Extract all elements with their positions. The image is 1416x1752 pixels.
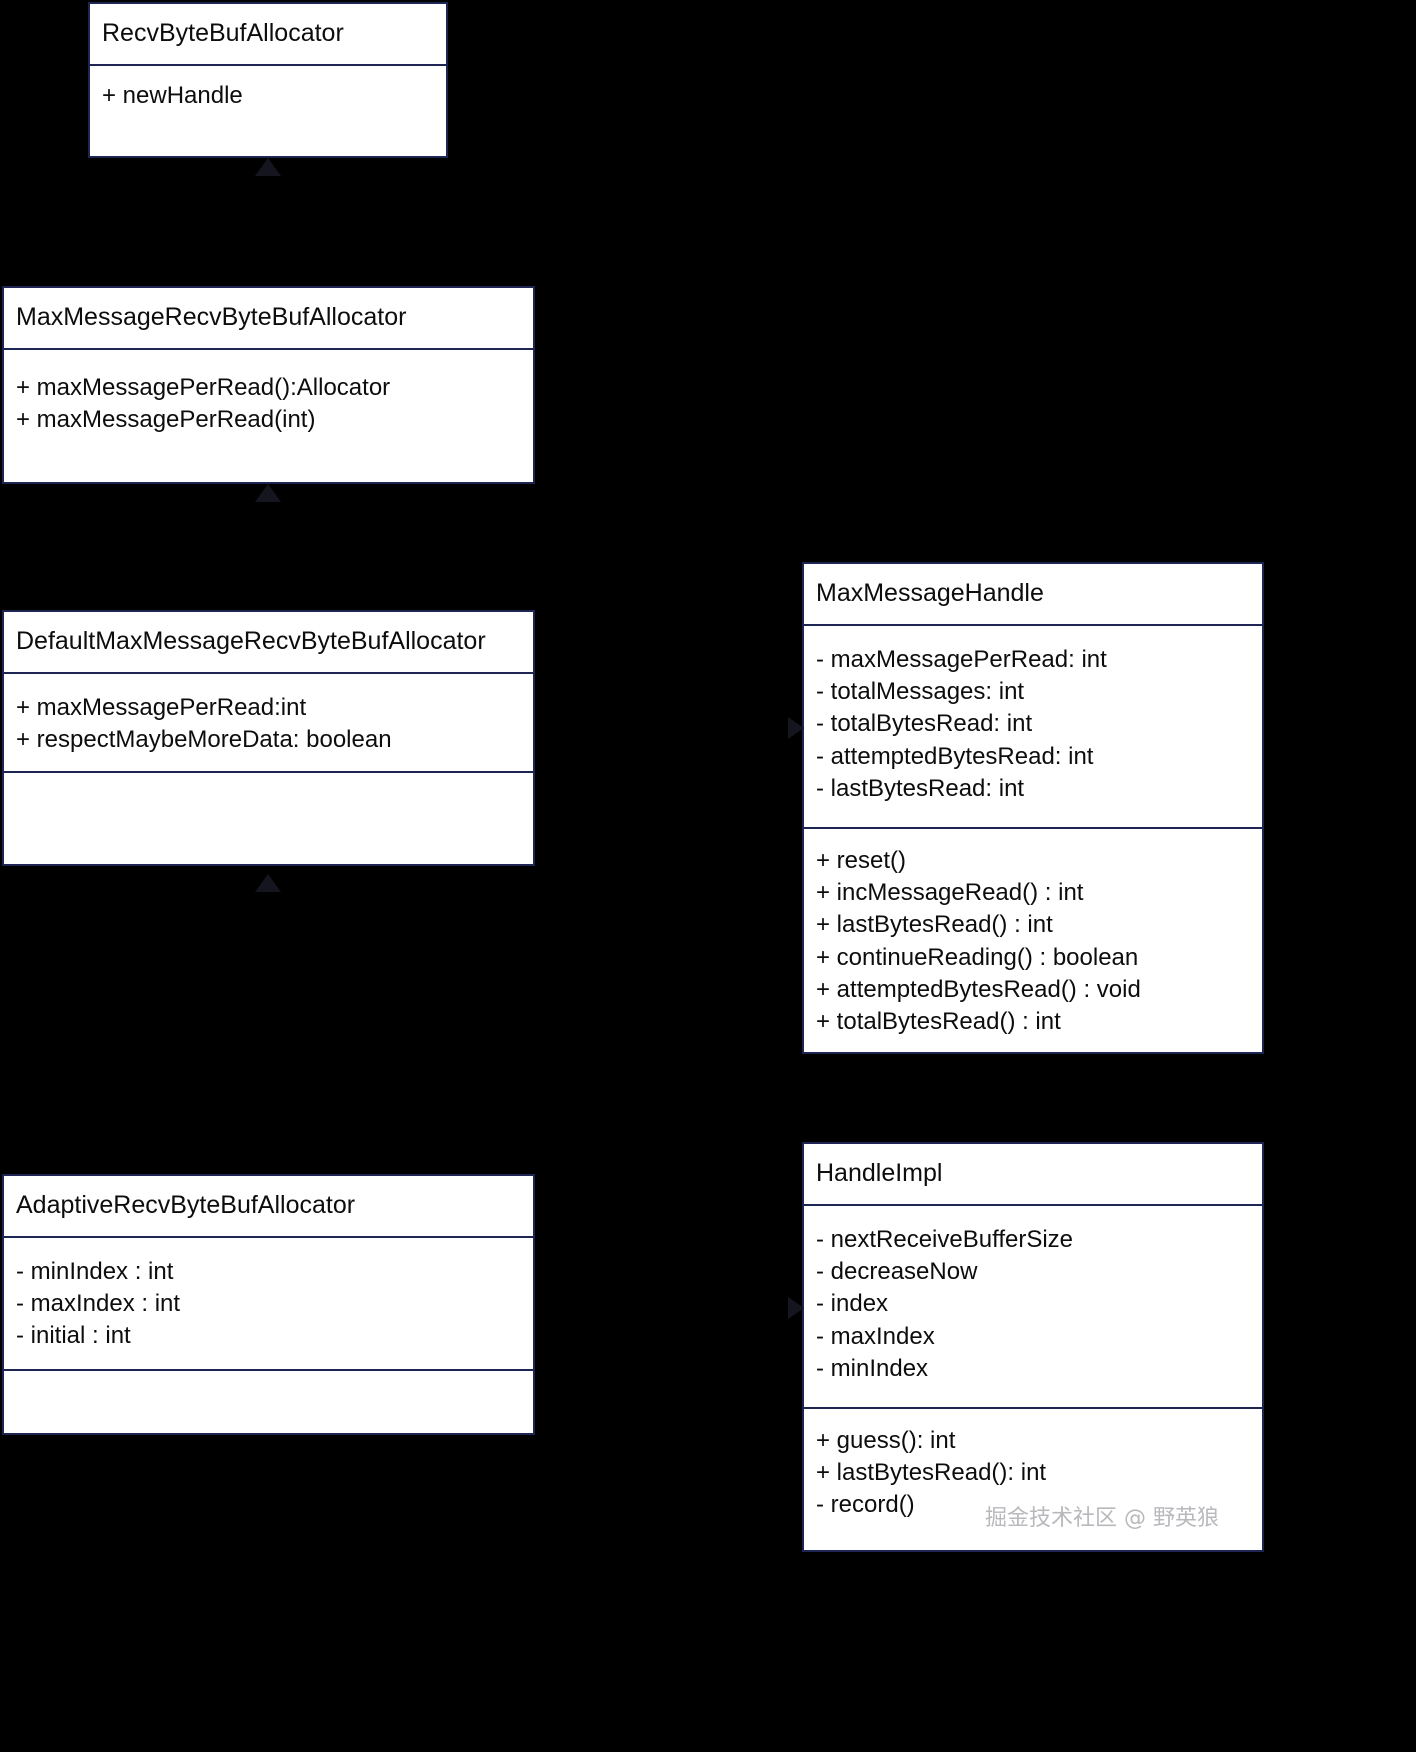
class-box-max-message-handle[interactable]: MaxMessageHandle - maxMessagePerRead: in… <box>802 562 1264 1054</box>
arrowhead-adaptive-to-handleimpl <box>788 1297 804 1319</box>
arrowhead-default-to-maxmessagehandle <box>788 717 804 739</box>
class-member-row: + guess(): int <box>816 1426 956 1454</box>
class-attributes-adaptive-recv-byte-buf-allocator: - minIndex : int - maxIndex : int - init… <box>4 1235 533 1369</box>
watermark-text: 掘金技术社区 @ 野英狼 <box>985 1506 1219 1531</box>
class-title-handle-impl: HandleImpl <box>816 1159 943 1187</box>
class-member-row: + attemptedBytesRead() : void <box>816 976 1141 1004</box>
class-attributes-max-message-handle: - maxMessagePerRead: int - totalMessages… <box>804 623 1262 827</box>
class-member-row: + reset() <box>816 846 907 874</box>
class-member-row: + maxMessagePerRead():Allocator <box>16 373 391 401</box>
class-member-row: + totalBytesRead() : int <box>816 1008 1061 1036</box>
class-box-max-message-recv-byte-buf-allocator[interactable]: MaxMessageRecvByteBufAllocator + maxMess… <box>2 286 535 484</box>
class-member-row: + lastBytesRead() : int <box>816 911 1053 939</box>
arrowhead-default-to-max <box>255 484 281 502</box>
class-member-row: - maxIndex : int <box>16 1289 181 1317</box>
connector-adaptive-to-handleimpl <box>535 1306 800 1310</box>
connector-max-to-recv <box>266 176 270 288</box>
class-box-adaptive-recv-byte-buf-allocator[interactable]: AdaptiveRecvByteBufAllocator - minIndex … <box>2 1174 535 1435</box>
class-member-row: - decreaseNow <box>816 1257 978 1285</box>
class-member-row: - initial : int <box>16 1322 131 1350</box>
arrowhead-max-to-recv <box>255 158 281 176</box>
class-methods-recv-byte-buf-allocator: + newHandle <box>90 63 446 150</box>
arrowhead-adaptive-to-default <box>255 874 281 892</box>
class-member-row: - minIndex : int <box>16 1257 174 1285</box>
class-box-default-max-message-recv-byte-buf-allocator[interactable]: DefaultMaxMessageRecvByteBufAllocator + … <box>2 610 535 866</box>
class-member-row: + newHandle <box>102 81 243 109</box>
class-member-row: - index <box>816 1290 889 1318</box>
class-member-row: - attemptedBytesRead: int <box>816 742 1094 770</box>
class-member-row: + respectMaybeMoreData: boolean <box>16 725 392 753</box>
class-title-max-message-recv-byte-buf-allocator: MaxMessageRecvByteBufAllocator <box>16 303 407 331</box>
connector-default-to-maxmessagehandle <box>535 726 800 730</box>
class-title-max-message-handle: MaxMessageHandle <box>816 579 1044 607</box>
class-member-row: + lastBytesRead(): int <box>816 1458 1047 1486</box>
class-box-handle-impl[interactable]: HandleImpl - nextReceiveBufferSize - dec… <box>802 1142 1264 1552</box>
class-methods-default-max-message-recv-byte-buf-allocator <box>4 770 533 858</box>
class-member-row: + maxMessagePerRead(int) <box>16 405 316 433</box>
class-methods-max-message-recv-byte-buf-allocator: + maxMessagePerRead():Allocator + maxMes… <box>4 347 533 476</box>
class-member-row: - totalBytesRead: int <box>816 710 1033 738</box>
class-title-default-max-message-recv-byte-buf-allocator: DefaultMaxMessageRecvByteBufAllocator <box>16 627 486 655</box>
class-member-row: + continueReading() : boolean <box>816 943 1139 971</box>
class-member-row: - totalMessages: int <box>816 677 1025 705</box>
class-member-row: - lastBytesRead: int <box>816 775 1025 803</box>
class-member-row: + incMessageRead() : int <box>816 878 1084 906</box>
class-box-recv-byte-buf-allocator[interactable]: RecvByteBufAllocator + newHandle <box>88 2 448 158</box>
class-member-row: - record() <box>816 1491 915 1519</box>
class-member-row: - maxMessagePerRead: int <box>816 645 1107 673</box>
class-attributes-handle-impl: - nextReceiveBufferSize - decreaseNow - … <box>804 1203 1262 1407</box>
connector-default-to-max <box>266 502 270 612</box>
class-member-row: - minIndex <box>816 1355 929 1383</box>
class-title-recv-byte-buf-allocator: RecvByteBufAllocator <box>102 19 344 47</box>
class-attributes-default-max-message-recv-byte-buf-allocator: + maxMessagePerRead:int + respectMaybeMo… <box>4 671 533 771</box>
class-methods-max-message-handle: + reset() + incMessageRead() : int + las… <box>804 826 1262 1047</box>
class-title-adaptive-recv-byte-buf-allocator: AdaptiveRecvByteBufAllocator <box>16 1191 356 1219</box>
class-methods-handle-impl: + guess(): int + lastBytesRead(): int - … <box>804 1406 1262 1545</box>
class-member-row: - nextReceiveBufferSize <box>816 1225 1074 1253</box>
class-member-row: - maxIndex <box>816 1322 935 1350</box>
class-methods-adaptive-recv-byte-buf-allocator <box>4 1368 533 1427</box>
class-member-row: + maxMessagePerRead:int <box>16 693 307 721</box>
connector-adaptive-to-default <box>266 892 270 1176</box>
